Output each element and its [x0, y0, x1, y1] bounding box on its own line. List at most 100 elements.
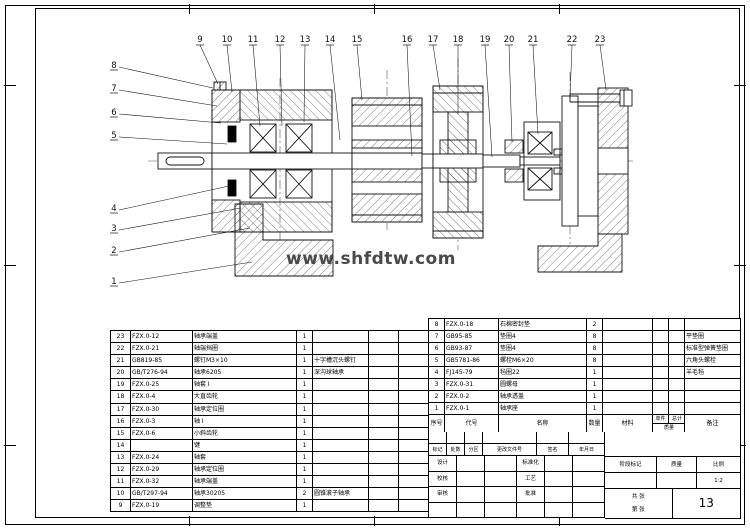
label-change-doc: 更改文件号: [483, 444, 537, 456]
cell-qty: 1: [587, 391, 603, 403]
callout-2: 2: [111, 246, 116, 256]
cell-no: 8: [429, 319, 445, 331]
callout-14: 14: [325, 35, 336, 45]
cell-blank: [485, 471, 517, 487]
sheet-info-row: 共 张 第 张 13: [605, 489, 741, 519]
cell-material: [603, 379, 653, 391]
cell-blank: [573, 456, 605, 472]
cell-blank: [657, 473, 697, 489]
cell-note: [313, 476, 369, 489]
cell-mass: [399, 343, 429, 356]
cell-total-mass: [669, 331, 685, 343]
cell-note: [313, 415, 369, 428]
bom-row: 7 GB95-85 垫圈4 8 平垫圈: [429, 331, 741, 343]
cell-total-mass: [669, 403, 685, 415]
center-tick: [734, 85, 746, 86]
cell-mass: [399, 415, 429, 428]
label-process: 工艺: [517, 471, 545, 487]
cell-qty: 1: [297, 439, 313, 452]
cell-note: [313, 379, 369, 392]
leader-line: [329, 44, 341, 141]
drawing-number: 13: [672, 489, 741, 519]
label-sign: 签名: [537, 444, 569, 456]
cell-code: GB95-85: [445, 331, 499, 343]
change-record-row: [429, 432, 605, 444]
cell-name: 轴承30205: [193, 488, 297, 501]
cell-blank: [545, 456, 573, 472]
part-name-cell: [605, 432, 741, 457]
cell-mass: [399, 488, 429, 501]
leader-line: [199, 44, 219, 85]
shaft-right-section: [482, 154, 521, 168]
callout-16: 16: [402, 35, 413, 45]
cell-qty: 1: [297, 415, 313, 428]
cell-material: [369, 500, 399, 513]
cell-material: [369, 379, 399, 392]
cell-name: 螺栓M6×20: [499, 355, 587, 367]
cell-unit-mass: [653, 343, 669, 355]
cell-no: 14: [111, 439, 131, 452]
scale-value: 1:2: [697, 473, 741, 489]
cell-blank: [457, 471, 485, 487]
cell-qty: 1: [297, 476, 313, 489]
cell-qty: 1: [297, 367, 313, 380]
center-tick: [374, 4, 375, 14]
cell-mass: [399, 427, 429, 440]
header-mass: 质量: [663, 425, 674, 431]
cell-note: [685, 319, 741, 331]
cell-name: 圆螺母: [499, 379, 587, 391]
bom-row: 9 FZX.0-19 调整垫 1: [111, 500, 429, 513]
cell-name: 轴承定位圈: [193, 403, 297, 416]
center-tick: [559, 4, 560, 14]
cell-note: [313, 500, 369, 513]
cell-code: FZX.0-2: [445, 391, 499, 403]
callout-17: 17: [428, 35, 439, 45]
leader-line: [226, 44, 233, 93]
cell-note: 六角头螺栓: [685, 355, 741, 367]
cell-name: 大直齿轮: [193, 391, 297, 404]
cell-material: [603, 355, 653, 367]
cell-code: FZX.0-3: [131, 415, 193, 428]
cell-mass: [399, 379, 429, 392]
cell-total-mass: [669, 343, 685, 355]
spacer-sleeve: [504, 139, 524, 154]
cell-qty: 8: [587, 355, 603, 367]
cell-blank: [485, 487, 517, 503]
bom-row: 23 FZX.0-12 轴承端盖 1: [111, 331, 429, 344]
leader-line: [118, 261, 253, 284]
cell-note: [313, 451, 369, 465]
bom-row: 1 FZX.0-1 轴承座 1: [429, 403, 741, 415]
cell-material: [369, 403, 399, 416]
cell-no: 18: [111, 391, 131, 404]
cell-no: 13: [111, 451, 131, 465]
cell-note: [313, 464, 369, 477]
signature-group-a: 设计 校核 审核: [429, 456, 517, 518]
cell-name: 调整垫: [193, 500, 297, 513]
cell-note: 圆锥滚子轴承: [313, 488, 369, 501]
cell-name: 小斜齿轮: [193, 427, 297, 440]
cell-qty: 1: [297, 451, 313, 465]
leader-line: [532, 44, 539, 135]
cell-no: 17: [111, 403, 131, 416]
bom-row: 20 GB/T276-94 轴承6205 1 深沟球轴承: [111, 367, 429, 380]
right-bearing-pedestal: [537, 233, 623, 273]
callout-15: 15: [352, 35, 363, 45]
cell-qty: 1: [297, 379, 313, 392]
bom-table-right: 8 FZX.0-18 石棉密封垫 2 7 GB95-85 垫圈4 8 平垫圈: [428, 318, 741, 434]
bom-header-row: 序号 代号 名称 数量 材料 单件 总计 质量 备注: [429, 415, 741, 434]
cell-code: GB819-85: [131, 355, 193, 368]
cell-unit-mass: [653, 367, 669, 379]
cell-unit-mass: [653, 355, 669, 367]
cell-no: 5: [429, 355, 445, 367]
cell-material: [603, 343, 653, 355]
cell-name: 轴承端盖: [193, 476, 297, 489]
cell-qty: 1: [587, 403, 603, 415]
cell-material: [603, 403, 653, 415]
cell-blank: [545, 471, 573, 487]
cell-material: [369, 415, 399, 428]
change-label-row: 标记 处数 分区 更改文件号 签名 年月日: [429, 444, 605, 456]
cell-no: 20: [111, 367, 131, 380]
callout-20: 20: [504, 35, 515, 45]
cell-blank: [457, 502, 485, 518]
